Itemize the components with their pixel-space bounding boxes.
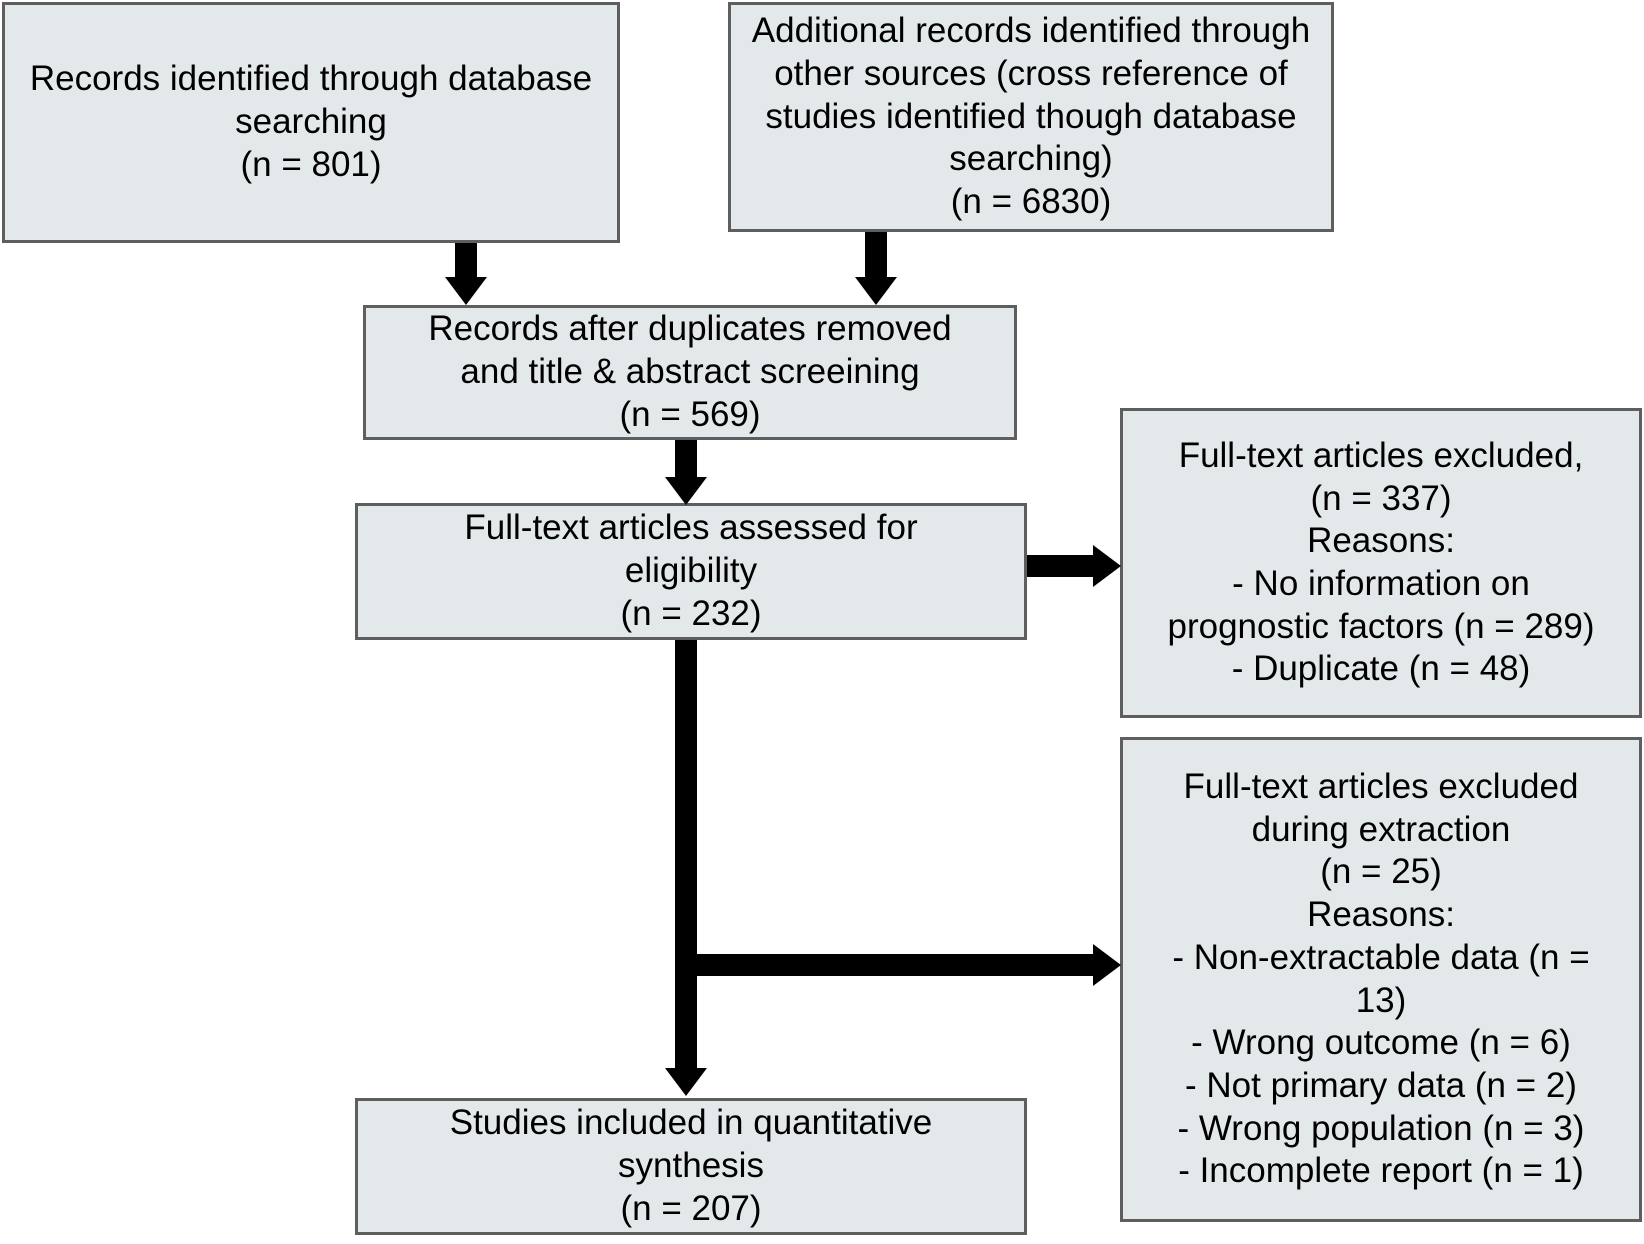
arrow-down-icon-eligibility-to-included [665, 1068, 707, 1096]
box-records-after-duplicates-removed-text: Records after duplicates removed and tit… [428, 309, 952, 434]
box-fulltext-articles-excluded-during-extraction-text: Full-text articles excluded during extra… [1172, 767, 1590, 1191]
box-fulltext-articles-excluded-during-extraction: Full-text articles excluded during extra… [1120, 737, 1642, 1222]
arrow-right-icon-eligibility-to-excluded-extraction [1093, 944, 1121, 986]
connector-other-sources-to-duplicates-stem [865, 232, 887, 279]
box-records-identified-database: Records identified through database sear… [2, 2, 620, 243]
box-studies-included-quantitative-synthesis: Studies included in quantitative synthes… [355, 1098, 1027, 1235]
arrow-down-icon-other-sources-to-duplicates [855, 277, 897, 305]
box-fulltext-assessed-eligibility: Full-text articles assessed for eligibil… [355, 503, 1027, 640]
connector-eligibility-to-included-trunk [675, 640, 697, 1073]
connector-database-to-duplicates-stem [455, 243, 477, 279]
arrow-down-icon-duplicates-to-eligibility [665, 477, 707, 505]
box-studies-included-quantitative-synthesis-text: Studies included in quantitative synthes… [449, 1103, 933, 1228]
box-additional-records-other-sources: Additional records identified through ot… [728, 2, 1334, 232]
box-records-after-duplicates-removed: Records after duplicates removed and tit… [363, 305, 1017, 440]
box-fulltext-articles-excluded: Full-text articles excluded, (n = 337) R… [1120, 408, 1642, 718]
arrow-down-icon-database-to-duplicates [445, 277, 487, 305]
box-fulltext-articles-excluded-text: Full-text articles excluded, (n = 337) R… [1167, 435, 1595, 689]
box-records-identified-database-text: Records identified through database sear… [29, 59, 593, 184]
connector-eligibility-to-excluded-extraction-stem [686, 954, 1098, 976]
box-additional-records-other-sources-text: Additional records identified through ot… [751, 11, 1311, 222]
connector-duplicates-to-eligibility-stem [675, 440, 697, 481]
connector-eligibility-to-excluded-fulltext-stem [1027, 555, 1097, 577]
box-fulltext-assessed-eligibility-text: Full-text articles assessed for eligibil… [464, 508, 918, 633]
arrow-right-icon-eligibility-to-excluded-fulltext [1093, 545, 1121, 587]
